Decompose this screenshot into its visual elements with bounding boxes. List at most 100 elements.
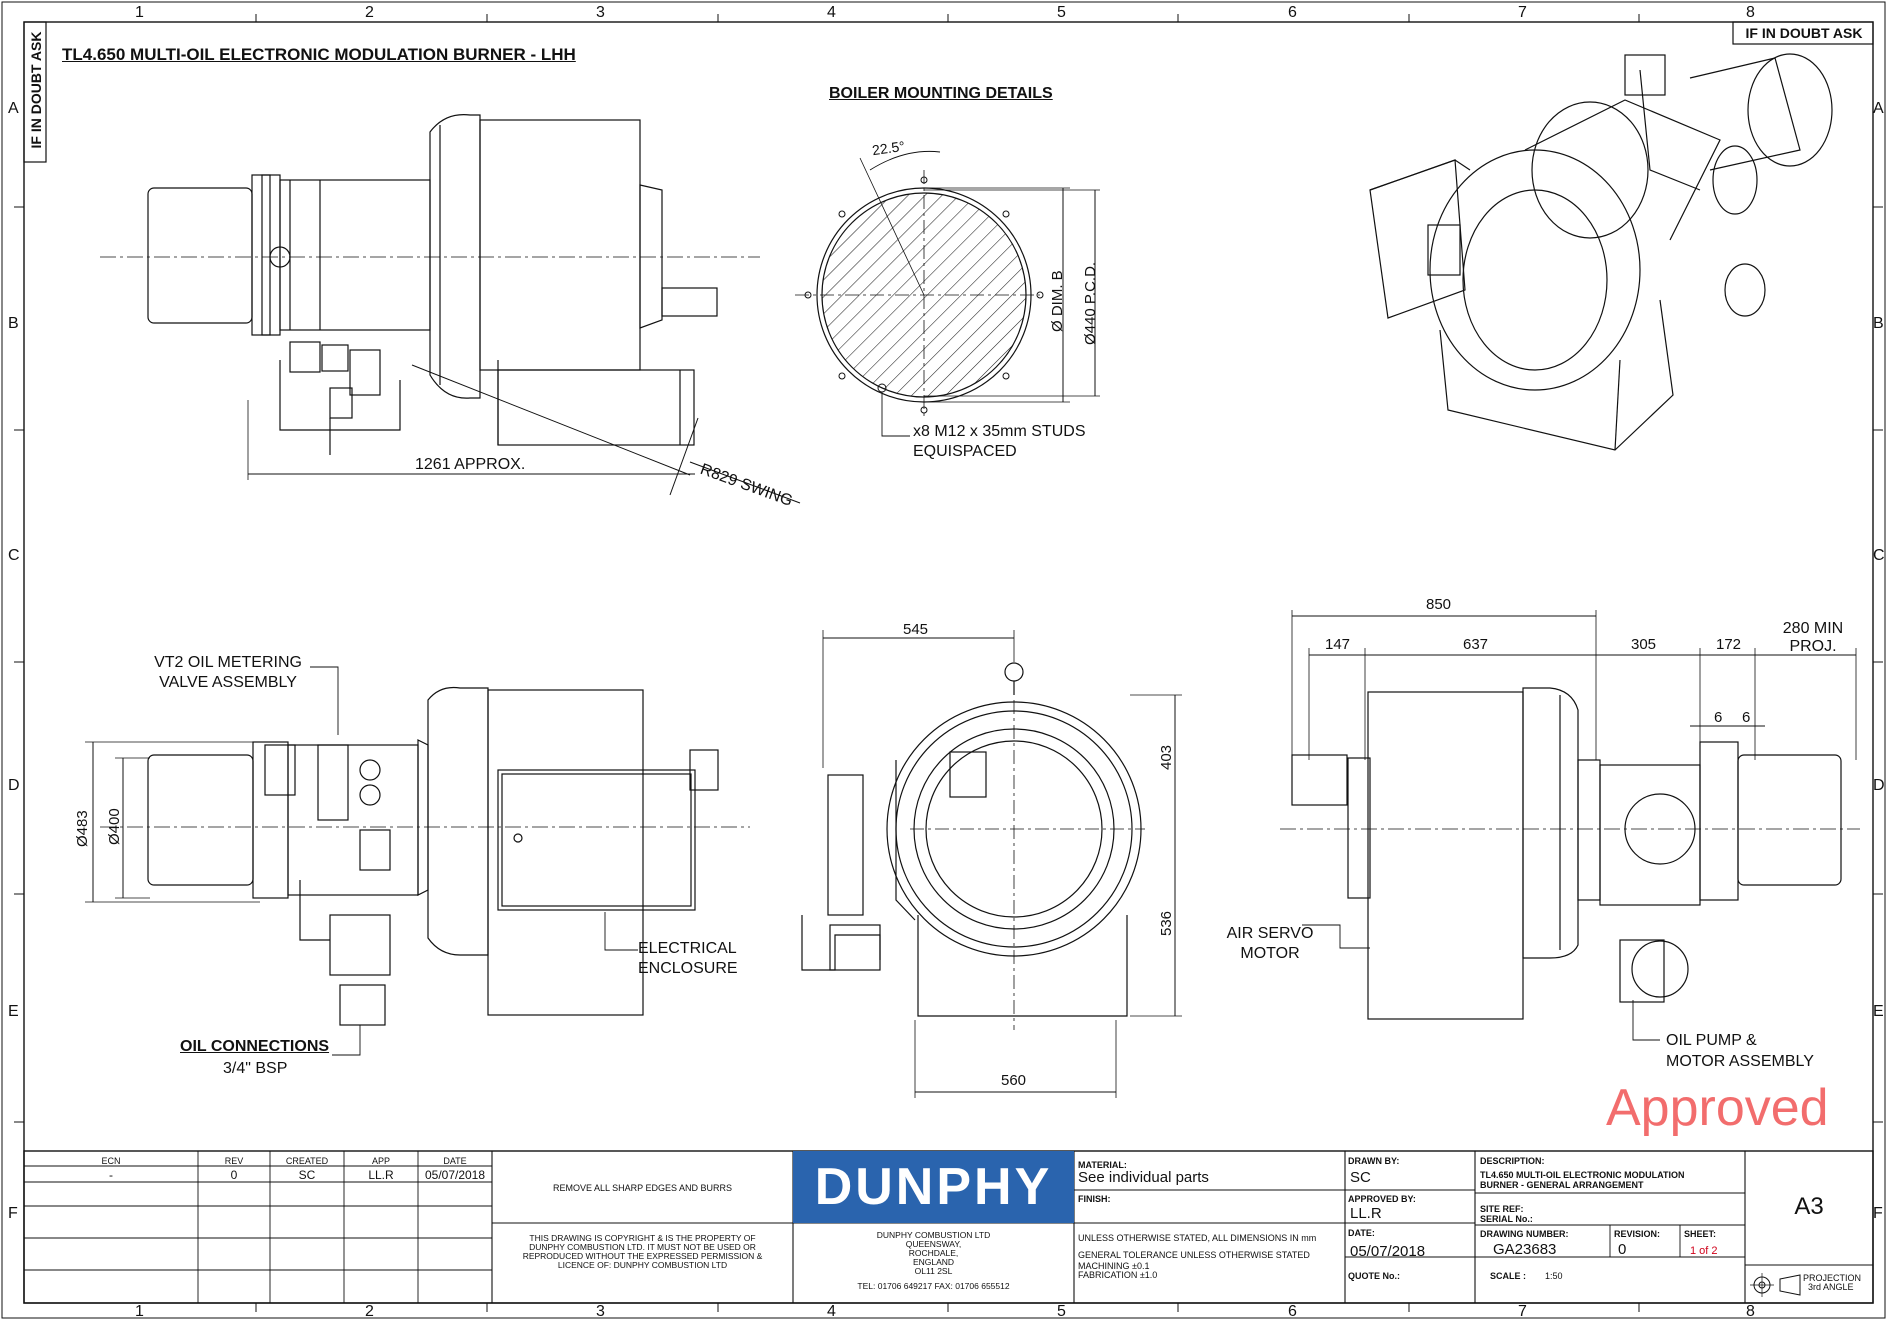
column-label-1: 1 [135, 4, 144, 21]
mounting-title: BOILER MOUNTING DETAILS [829, 85, 1053, 102]
scale-label: SCALE : [1490, 1271, 1526, 1281]
dim-850: 850 [1426, 596, 1452, 613]
rev-cell-date: 05/07/2018 [424, 1168, 486, 1182]
row-label-d-right: D [1873, 777, 1885, 794]
material-value: See individual parts [1078, 1169, 1209, 1186]
general-note-line2: GENERAL TOLERANCE UNLESS OTHERWISE STATE… [1078, 1250, 1310, 1260]
material-label: MATERIAL: [1078, 1160, 1127, 1170]
row-label-e-right: E [1873, 1003, 1884, 1020]
air-servo-line1: AIR SERVO [1226, 925, 1314, 942]
row-label-b: B [8, 315, 19, 332]
dim-dia-400: Ø400 [106, 808, 123, 845]
sheet-value: 1 of 2 [1690, 1245, 1718, 1257]
site-ref-label: SITE REF: [1480, 1204, 1524, 1214]
air-servo-line2: MOTOR [1240, 945, 1300, 962]
date-value: 05/07/2018 [1350, 1243, 1426, 1260]
address-line3: ROCHDALE, [908, 1248, 959, 1258]
quote-label: QUOTE No.: [1348, 1271, 1400, 1281]
approx-length: 1261 APPROX. [415, 456, 526, 473]
column-label-7-bottom: 7 [1518, 1303, 1527, 1320]
oil-connections-label: OIL CONNECTIONS [180, 1038, 330, 1055]
projection-line1: PROJECTION [1803, 1273, 1862, 1283]
drawn-by-label: DRAWN BY: [1348, 1156, 1400, 1166]
rev-cell-created: SC [298, 1168, 316, 1182]
drawn-by-value: SC [1350, 1169, 1371, 1186]
description-line2: BURNER - GENERAL ARRANGEMENT [1480, 1180, 1644, 1190]
address-line4: ENGLAND [912, 1257, 955, 1267]
column-label-5: 5 [1057, 4, 1066, 21]
dim-560: 560 [1001, 1072, 1027, 1089]
row-label-f-right: F [1873, 1205, 1883, 1222]
dim-280-line1: 280 MIN [1782, 620, 1844, 637]
dim-536: 536 [1158, 910, 1175, 936]
approved-by-value: LL.R [1350, 1205, 1382, 1222]
rev-cell-ecn: - [109, 1168, 113, 1182]
company-logo: DUNPHY [814, 1158, 1053, 1216]
rev-header-ecn: ECN [101, 1156, 121, 1166]
approved-stamp: Approved [1606, 1079, 1829, 1137]
dim-280-line2: PROJ. [1789, 638, 1837, 655]
row-label-a: A [8, 100, 19, 117]
dim-403: 403 [1158, 744, 1175, 770]
finish-label: FINISH: [1078, 1194, 1111, 1204]
rev-cell-rev: 0 [230, 1168, 238, 1182]
address-line2: QUEENSWAY, [905, 1239, 962, 1249]
dim-dia-483: Ø483 [74, 810, 91, 847]
rev-header-created: CREATED [285, 1156, 329, 1166]
studs-note-line2: EQUISPACED [913, 443, 1017, 460]
drawing-number-label: DRAWING NUMBER: [1480, 1229, 1569, 1239]
drawing-number-value: GA23683 [1493, 1241, 1557, 1258]
column-label-2: 2 [365, 4, 374, 21]
serial-label: SERIAL No.: [1480, 1214, 1533, 1224]
address-line1: DUNPHY COMBUSTION LTD [876, 1230, 991, 1240]
copyright-line1: THIS DRAWING IS COPYRIGHT & IS THE PROPE… [529, 1233, 756, 1243]
column-label-6: 6 [1288, 4, 1297, 21]
column-label-3: 3 [596, 4, 605, 21]
vt2-label-line1: VT2 OIL METERING [154, 654, 302, 671]
general-note-line3: MACHINING ±0.1 [1078, 1261, 1150, 1271]
column-label-3-bottom: 3 [596, 1303, 605, 1320]
general-note-line1: UNLESS OTHERWISE STATED, ALL DIMENSIONS … [1078, 1233, 1317, 1243]
sheet-label: SHEET: [1684, 1229, 1717, 1239]
general-note-line4: FABRICATION ±1.0 [1078, 1270, 1158, 1280]
dim-6-left: 6 [1714, 709, 1723, 726]
approved-by-label: APPROVED BY: [1348, 1194, 1416, 1204]
copyright-line3: REPRODUCED WITHOUT THE EXPRESSED PERMISS… [522, 1251, 763, 1261]
scale-value: 1:50 [1545, 1271, 1563, 1281]
column-label-8: 8 [1746, 4, 1755, 21]
dim-305: 305 [1631, 636, 1657, 653]
sheet-size: A3 [1794, 1193, 1824, 1220]
oil-connections-size: 3/4" BSP [223, 1060, 288, 1077]
row-label-c: C [8, 547, 20, 564]
electrical-enclosure-line1: ELECTRICAL [638, 940, 737, 957]
vt2-label-line2: VALVE ASSEMBLY [159, 674, 297, 691]
studs-note-line1: x8 M12 x 35mm STUDS [913, 423, 1086, 440]
dim-545: 545 [903, 621, 929, 638]
column-label-4-bottom: 4 [827, 1303, 836, 1320]
column-label-2-bottom: 2 [365, 1303, 374, 1320]
doubt-note-right: IF IN DOUBT ASK [1745, 25, 1863, 41]
projection-line2: 3rd ANGLE [1808, 1282, 1854, 1292]
copyright-line4: LICENCE OF: DUNPHY COMBUSTION LTD [557, 1260, 728, 1270]
address-line6: TEL: 01706 649217 FAX: 01706 655512 [857, 1281, 1010, 1291]
rev-cell-app: LL.R [368, 1168, 394, 1182]
column-label-1-bottom: 1 [135, 1303, 144, 1320]
dim-172: 172 [1716, 636, 1742, 653]
mounting-pcd: Ø440 P.C.D. [1082, 261, 1099, 345]
column-label-6-bottom: 6 [1288, 1303, 1297, 1320]
oil-pump-line2: MOTOR ASSEMBLY [1666, 1053, 1814, 1070]
oil-pump-line1: OIL PUMP & [1666, 1032, 1757, 1049]
dim-6-right: 6 [1742, 709, 1751, 726]
revision-label: REVISION: [1614, 1229, 1661, 1239]
edges-note: REMOVE ALL SHARP EDGES AND BURRS [552, 1183, 733, 1193]
drawing-title: TL4.650 MULTI-OIL ELECTRONIC MODULATION … [62, 45, 576, 64]
copyright-line2: DUNPHY COMBUSTION LTD. IT MUST NOT BE US… [529, 1242, 756, 1252]
logo-background [793, 1151, 1074, 1223]
dim-637: 637 [1463, 636, 1489, 653]
doubt-note-left: IF IN DOUBT ASK [28, 31, 44, 149]
rev-header-date: DATE [443, 1156, 467, 1166]
description-label: DESCRIPTION: [1480, 1156, 1545, 1166]
revision-value: 0 [1618, 1241, 1627, 1258]
